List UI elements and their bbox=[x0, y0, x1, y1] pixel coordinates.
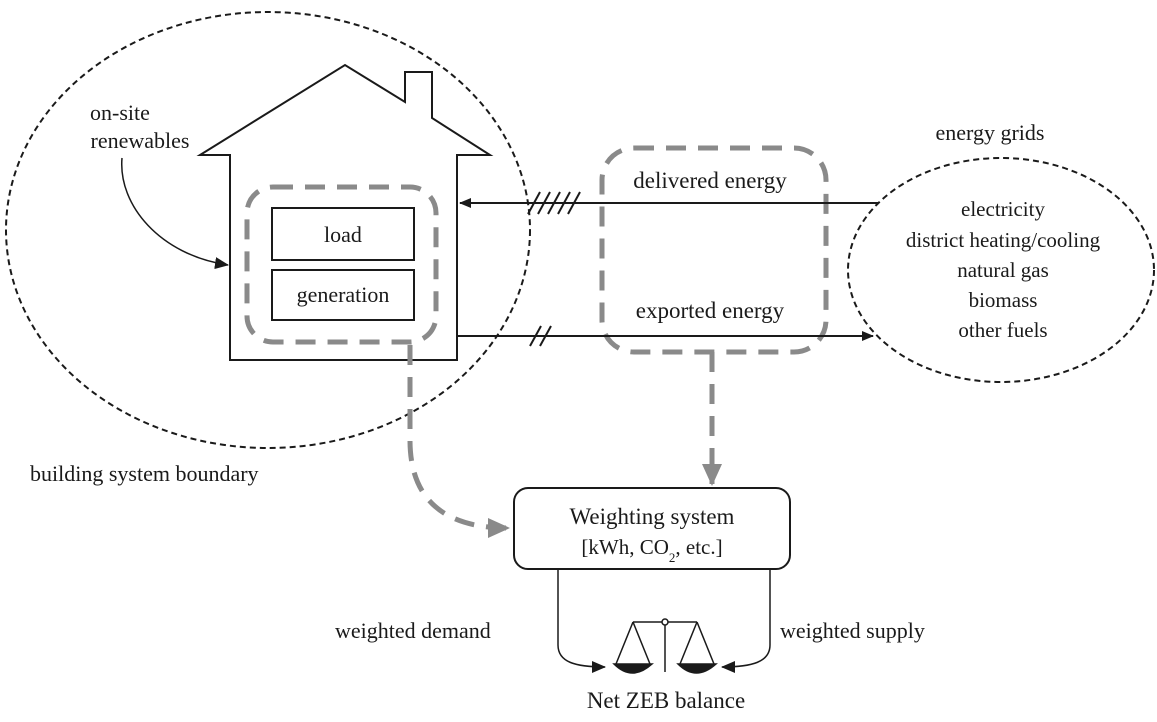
load-box bbox=[271, 207, 415, 261]
grid-item-other-fuels: other fuels bbox=[958, 318, 1047, 342]
load-generation-dashed-box bbox=[244, 184, 439, 345]
weighting-system-title: Weighting system bbox=[570, 504, 735, 529]
onsite-renewables-label-line1: on-site bbox=[90, 100, 150, 125]
building-to-weighting-dashed-arrow bbox=[407, 345, 510, 538]
weighted-supply-arrow bbox=[721, 569, 771, 673]
building-boundary-label: building system boundary bbox=[30, 461, 259, 486]
onsite-renewables-arrow bbox=[121, 157, 229, 270]
grid-item-natural-gas: natural gas bbox=[957, 258, 1049, 282]
weighted-demand-arrow bbox=[557, 569, 606, 673]
building-boundary-ellipse bbox=[5, 11, 531, 449]
delivered-energy-label: delivered energy bbox=[633, 168, 787, 193]
delivered-energy-hatch bbox=[527, 191, 581, 215]
energy-grids-ellipse bbox=[847, 157, 1155, 383]
onsite-renewables-label-line2: renewables bbox=[91, 128, 190, 153]
net-zeb-balance-label: Net ZEB balance bbox=[587, 688, 745, 713]
grid-item-district-heating-cooling: district heating/cooling bbox=[906, 228, 1101, 252]
generation-box bbox=[271, 269, 415, 321]
weighted-supply-label: weighted supply bbox=[780, 618, 925, 643]
load-label: load bbox=[324, 222, 362, 247]
balance-scale-icon bbox=[612, 618, 718, 674]
exported-energy-label: exported energy bbox=[636, 298, 785, 323]
weighting-system-box bbox=[513, 487, 791, 570]
grid-item-electricity: electricity bbox=[961, 197, 1045, 221]
exported-energy-hatch bbox=[529, 325, 552, 347]
weighting-system-units: [kWh, CO2, etc.] bbox=[581, 535, 722, 565]
grid-item-biomass: biomass bbox=[969, 288, 1038, 312]
house-outline-icon bbox=[196, 63, 494, 361]
energy-grids-title: energy grids bbox=[936, 120, 1045, 145]
weighted-demand-label: weighted demand bbox=[335, 618, 491, 643]
generation-label: generation bbox=[297, 282, 390, 307]
